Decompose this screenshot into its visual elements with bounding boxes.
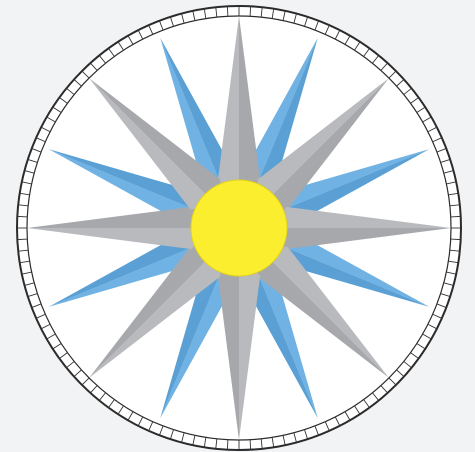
- tick-mark: [227, 440, 228, 450]
- tick-mark: [451, 216, 461, 217]
- tick-mark: [227, 6, 228, 16]
- tick-mark: [451, 239, 461, 240]
- tick-mark: [250, 6, 251, 16]
- center-disc-group: [191, 180, 287, 276]
- tick-mark: [250, 440, 251, 450]
- tick-mark: [17, 216, 27, 217]
- tick-mark: [17, 239, 27, 240]
- center-disc: [191, 180, 287, 276]
